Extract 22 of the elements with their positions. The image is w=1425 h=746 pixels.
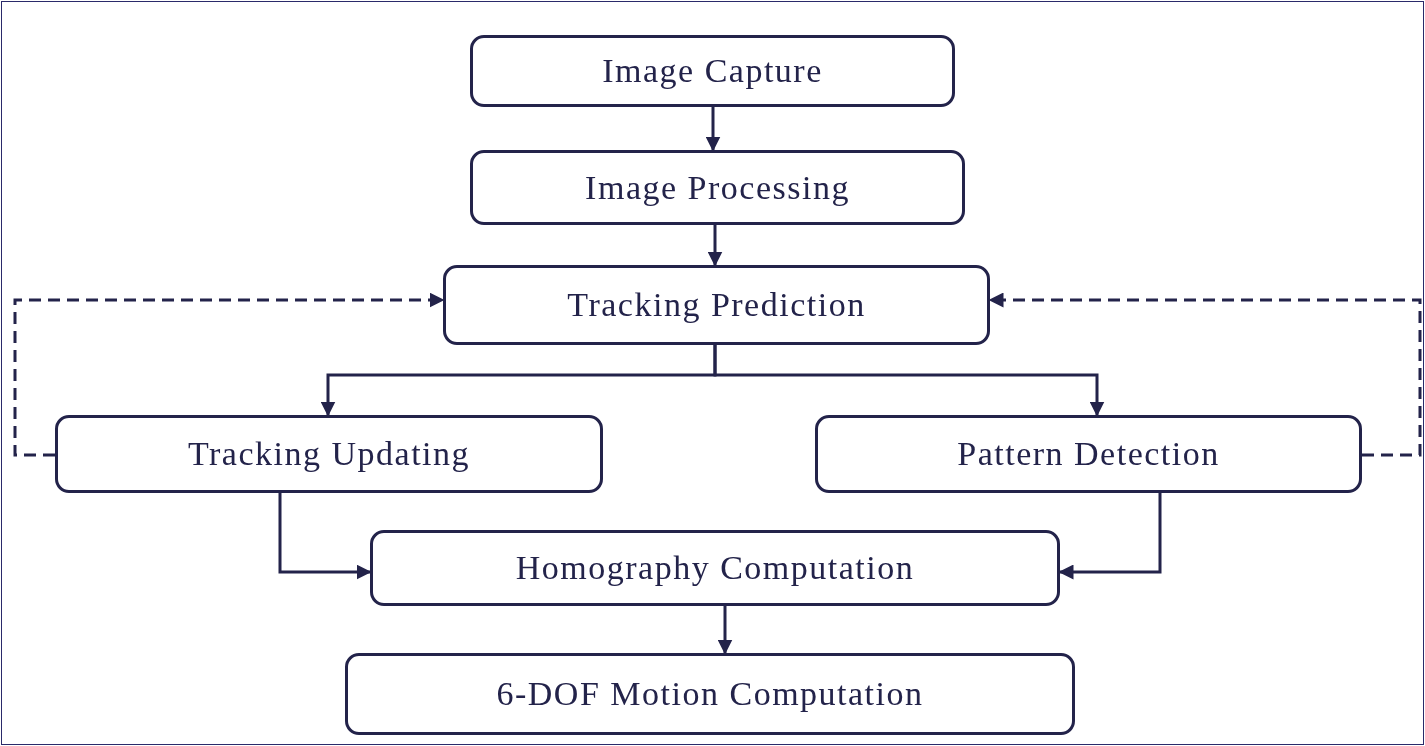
process-box (470, 35, 955, 107)
process-box (370, 530, 1060, 606)
process-box (345, 653, 1075, 735)
box-label: Homography Computation (515, 549, 915, 587)
box-label: Image Capture (602, 52, 823, 90)
arrow (705, 107, 721, 152)
process-box (55, 415, 603, 493)
arrow (713, 345, 1105, 417)
box-label: Pattern Detection (957, 435, 1220, 473)
box-label: Tracking Updating (187, 435, 471, 473)
dashed-arrow (988, 292, 1422, 457)
process-box (470, 150, 965, 225)
box-label: 6-DOF Motion Computation (496, 675, 924, 713)
arrow (717, 606, 733, 655)
process-box (815, 415, 1362, 493)
process-box (443, 265, 990, 345)
box-label: Image Processing (585, 168, 850, 207)
box-label: Tracking Prediction (567, 286, 866, 324)
arrow (1058, 493, 1162, 580)
arrow (707, 225, 723, 267)
arrow (278, 493, 372, 580)
dashed-arrow (13, 292, 445, 457)
